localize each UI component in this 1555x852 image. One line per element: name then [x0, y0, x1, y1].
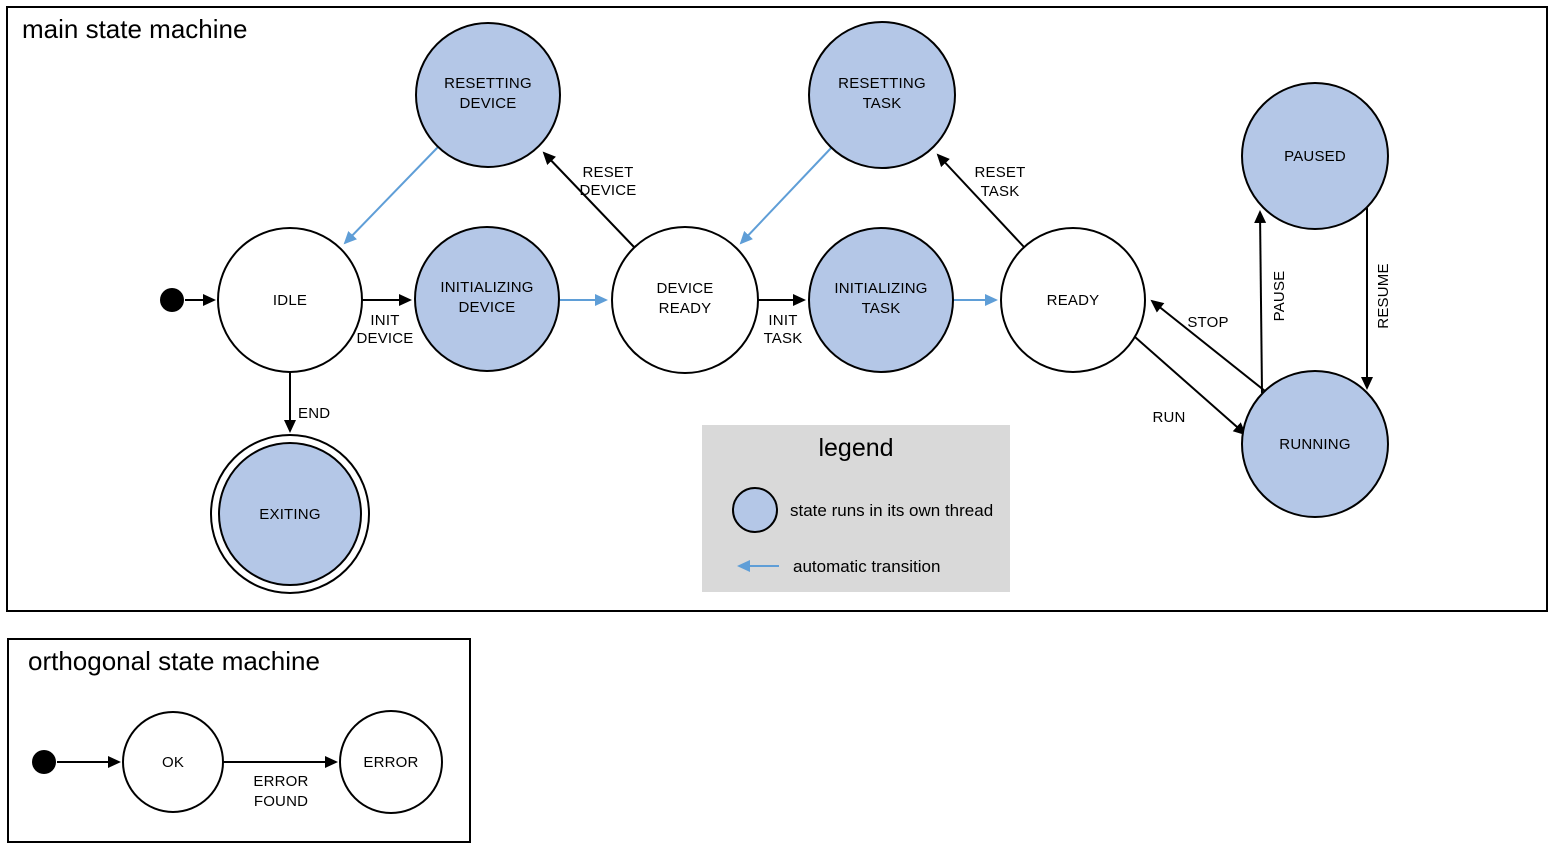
transition-run-label: RUN: [1152, 409, 1185, 426]
legend-title: legend: [818, 434, 893, 462]
state-circle: [217, 227, 363, 373]
state-circle: [611, 226, 759, 374]
transition-resume-label: RESUME: [1375, 263, 1392, 328]
legend-thread-state-label: state runs in its own thread: [790, 501, 993, 520]
state-resetting-task: RESETTING TASK: [808, 21, 956, 169]
state-circle: [808, 21, 956, 169]
transition-init-task-label-line2: TASK: [764, 330, 803, 347]
state-label: RUNNING: [1279, 436, 1350, 453]
transition-end-label: END: [298, 405, 330, 422]
state-circle: [1241, 370, 1389, 518]
state-label: IDLE: [273, 292, 307, 309]
state-circle: [1000, 227, 1146, 373]
state-label-line2: READY: [659, 300, 712, 317]
orthogonal-machine-frame: [7, 638, 471, 843]
transition-error-found-label-line2: FOUND: [254, 793, 308, 810]
state-label-line1: DEVICE: [656, 280, 713, 297]
legend-thread-state-swatch: [732, 487, 778, 533]
state-resetting-device: RESETTING DEVICE: [415, 22, 561, 168]
transition-pause-arrow: [1254, 210, 1267, 394]
transition-error-found-label-line1: ERROR: [253, 773, 308, 790]
transition-stop-label: STOP: [1187, 314, 1228, 331]
state-label-line2: TASK: [862, 300, 901, 317]
state-label: PAUSED: [1284, 148, 1346, 165]
state-paused: PAUSED: [1241, 82, 1389, 230]
state-circle: [414, 226, 560, 372]
main-machine-frame: [6, 6, 1548, 612]
state-circle: [1241, 82, 1389, 230]
transition-init-device-label-line1: INIT: [370, 312, 399, 329]
state-label-line2: DEVICE: [459, 95, 516, 112]
start-state-icon: [32, 750, 56, 774]
state-label-line1: RESETTING: [838, 75, 926, 92]
state-circle: [415, 22, 561, 168]
auto-transition-resetting-device-to-idle: [343, 146, 439, 245]
state-label: EXITING: [259, 506, 320, 523]
transition-reset-device-arrow: [542, 151, 635, 248]
transition-reset-task-label-line2: TASK: [981, 183, 1020, 200]
state-exiting-final: EXITING: [210, 434, 370, 594]
legend-auto-transition-label: automatic transition: [793, 557, 940, 576]
transition-reset-task-arrow: [936, 153, 1025, 248]
legend-panel: legend state runs in its own thread auto…: [702, 425, 1010, 592]
state-label-line2: DEVICE: [458, 299, 515, 316]
state-label-line2: TASK: [863, 95, 902, 112]
orthogonal-machine-title: orthogonal state machine: [28, 646, 320, 676]
auto-transition-resetting-task-to-device-ready: [739, 146, 833, 245]
transition-reset-device-label-line1: RESET: [582, 164, 633, 181]
transition-run-arrow: [1134, 336, 1247, 436]
state-device-ready: DEVICE READY: [611, 226, 759, 374]
transition-init-task-label-line1: INIT: [768, 312, 797, 329]
state-label: OK: [162, 754, 184, 771]
state-label-line1: RESETTING: [444, 75, 532, 92]
state-running: RUNNING: [1241, 370, 1389, 518]
state-circle: [808, 227, 954, 373]
transition-reset-device-label-line2: DEVICE: [579, 182, 636, 199]
state-error: ERROR: [339, 710, 443, 814]
state-label-line1: INITIALIZING: [440, 279, 533, 296]
transition-reset-task-label-line1: RESET: [974, 164, 1025, 181]
main-machine-title: main state machine: [22, 14, 247, 44]
state-label-line1: INITIALIZING: [834, 280, 927, 297]
state-label: ERROR: [363, 754, 418, 771]
transition-pause-label: PAUSE: [1271, 271, 1288, 322]
state-initializing-device: INITIALIZING DEVICE: [414, 226, 560, 372]
state-label: READY: [1047, 292, 1100, 309]
state-ok: OK: [122, 711, 224, 813]
transition-init-device-label-line2: DEVICE: [356, 330, 413, 347]
transition-stop-arrow: [1150, 299, 1266, 392]
state-circle: [218, 442, 362, 586]
state-initializing-task: INITIALIZING TASK: [808, 227, 954, 373]
state-circle: [339, 710, 443, 814]
start-state-icon: [160, 288, 184, 312]
state-idle: IDLE: [217, 227, 363, 373]
state-ready: READY: [1000, 227, 1146, 373]
